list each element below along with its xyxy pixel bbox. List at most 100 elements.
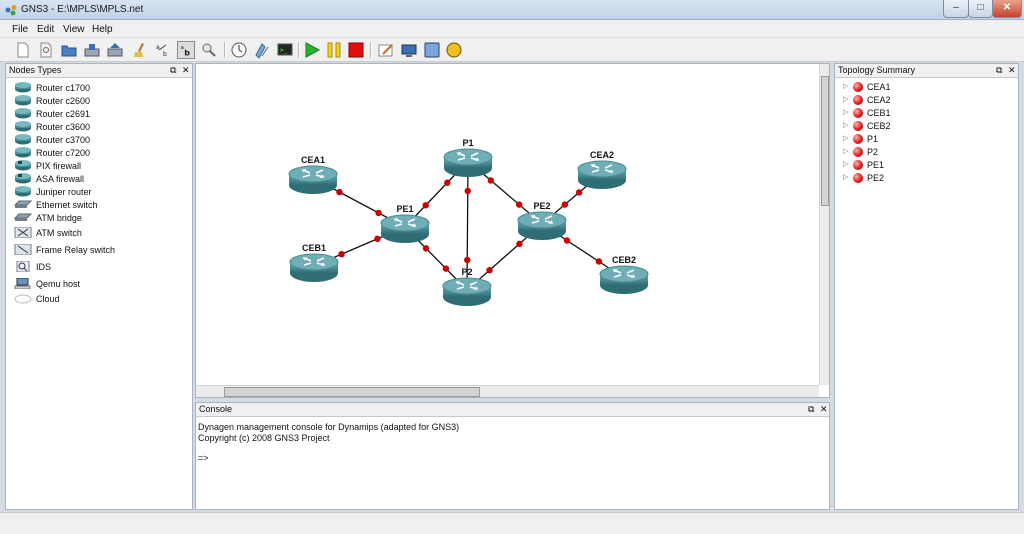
topology-summary-label: P2 bbox=[867, 147, 879, 157]
status-stopped-icon bbox=[853, 147, 863, 157]
topology-summary-panel: Topology Summary ⧉ ✕ ▷CEA1▷CEA2▷CEB1▷CEB… bbox=[834, 63, 1019, 510]
router-icon bbox=[14, 82, 32, 93]
ids-icon bbox=[14, 260, 32, 273]
status-stopped-icon bbox=[853, 121, 863, 131]
router-top bbox=[442, 277, 492, 295]
menu-file[interactable]: File bbox=[12, 24, 29, 35]
maximize-button[interactable]: □ bbox=[968, 0, 993, 18]
window-title: GNS3 - E:\MPLS\MPLS.net bbox=[21, 4, 144, 15]
show-hostnames-icon[interactable]: ab bbox=[154, 41, 172, 59]
expand-arrow-icon[interactable]: ▷ bbox=[843, 174, 849, 181]
router-icon bbox=[14, 108, 32, 119]
toolbar-separator bbox=[298, 42, 300, 58]
nodes-types-title: Nodes Types bbox=[9, 65, 62, 75]
pause-icon[interactable] bbox=[325, 41, 343, 59]
nodes-types-header: Nodes Types ⧉ ✕ bbox=[6, 64, 192, 78]
toolbar-separator bbox=[370, 42, 372, 58]
node-type-label: Router c3700 bbox=[36, 135, 91, 145]
node-type-label: PIX firewall bbox=[36, 161, 82, 171]
close-panel-icon[interactable]: ✕ bbox=[820, 404, 828, 414]
link-endpoint-dot bbox=[515, 201, 523, 208]
close-button[interactable]: ✕ bbox=[992, 0, 1022, 18]
add-link-icon[interactable]: ab bbox=[177, 41, 195, 59]
svg-text:a: a bbox=[181, 45, 184, 51]
canvas-horizontal-scrollbar[interactable] bbox=[196, 385, 819, 397]
link-endpoint-dot bbox=[336, 188, 343, 196]
router-cea1[interactable]: CEA1 bbox=[288, 155, 338, 194]
router-p1[interactable]: P1 bbox=[443, 138, 493, 177]
topology-summary-label: PE2 bbox=[867, 173, 885, 183]
svg-text:b: b bbox=[184, 48, 190, 57]
clear-icon[interactable] bbox=[131, 41, 149, 59]
save-icon[interactable] bbox=[83, 41, 101, 59]
ellipse-icon[interactable] bbox=[445, 41, 463, 59]
firewall-icon bbox=[14, 173, 32, 184]
expand-arrow-icon[interactable]: ▷ bbox=[843, 148, 849, 155]
topology-summary-title: Topology Summary bbox=[838, 65, 916, 75]
link-endpoint-dot bbox=[464, 256, 471, 264]
console-header: Console ⧉ ✕ bbox=[196, 403, 829, 417]
vertical-scroll-thumb[interactable] bbox=[821, 76, 829, 206]
expand-arrow-icon[interactable]: ▷ bbox=[843, 122, 849, 129]
node-type-label: Router c7200 bbox=[36, 148, 91, 158]
link-endpoint-dot bbox=[442, 265, 450, 272]
node-type-label: Frame Relay switch bbox=[36, 245, 116, 255]
draw-note-icon[interactable] bbox=[377, 41, 395, 59]
rectangle-icon[interactable] bbox=[423, 41, 441, 59]
topology-summary-label: PE1 bbox=[867, 160, 885, 170]
expand-arrow-icon[interactable]: ▷ bbox=[843, 109, 849, 116]
cloud-icon bbox=[14, 293, 32, 304]
link-endpoint-dot bbox=[575, 189, 583, 196]
status-stopped-icon bbox=[853, 173, 863, 183]
router-icon bbox=[14, 186, 32, 197]
router-ceb1[interactable]: CEB1 bbox=[289, 243, 339, 282]
switch-icon bbox=[13, 212, 33, 223]
console-prompt[interactable]: => bbox=[198, 453, 209, 463]
menu-edit[interactable]: Edit bbox=[37, 24, 55, 35]
link-endpoint-dot bbox=[338, 250, 345, 258]
console-title: Console bbox=[199, 404, 233, 414]
stop-icon[interactable] bbox=[347, 41, 365, 59]
screenshot-icon[interactable] bbox=[400, 41, 418, 59]
router-pe1[interactable]: PE1 bbox=[380, 204, 430, 243]
horizontal-scroll-thumb[interactable] bbox=[224, 387, 480, 397]
status-bar bbox=[0, 512, 1024, 534]
console-all-icon[interactable] bbox=[253, 41, 271, 59]
capture-icon[interactable] bbox=[200, 41, 218, 59]
close-panel-icon[interactable]: ✕ bbox=[182, 65, 190, 75]
float-panel-icon[interactable]: ⧉ bbox=[996, 65, 1003, 75]
svg-text:a: a bbox=[156, 44, 160, 51]
router-arrows-icon bbox=[455, 281, 479, 290]
new-file-icon[interactable] bbox=[14, 41, 32, 59]
idle-pc-icon[interactable] bbox=[230, 41, 248, 59]
router-cea2[interactable]: CEA2 bbox=[577, 150, 627, 189]
expand-arrow-icon[interactable]: ▷ bbox=[843, 135, 849, 142]
expand-arrow-icon[interactable]: ▷ bbox=[843, 161, 849, 168]
open-folder-icon[interactable] bbox=[60, 41, 78, 59]
router-label: P2 bbox=[461, 267, 472, 277]
minimize-button[interactable]: – bbox=[943, 0, 969, 18]
float-panel-icon[interactable]: ⧉ bbox=[808, 404, 815, 414]
link-endpoint-dot bbox=[595, 258, 603, 265]
terminal-icon[interactable]: >_ bbox=[276, 41, 294, 59]
save-as-icon[interactable] bbox=[106, 41, 124, 59]
close-panel-icon[interactable]: ✕ bbox=[1008, 65, 1016, 75]
menu-help[interactable]: Help bbox=[92, 24, 113, 35]
open-file-icon[interactable] bbox=[37, 41, 55, 59]
router-label: P1 bbox=[462, 138, 473, 148]
start-icon[interactable] bbox=[303, 41, 321, 59]
link-endpoint-dot bbox=[375, 209, 382, 217]
router-ceb2[interactable]: CEB2 bbox=[599, 255, 649, 294]
link-p1-p2[interactable] bbox=[466, 160, 469, 291]
router-pe2[interactable]: PE2 bbox=[517, 201, 567, 240]
node-type-label: ATM bridge bbox=[36, 213, 82, 223]
canvas-vertical-scrollbar[interactable] bbox=[819, 64, 829, 385]
router-label: PE1 bbox=[396, 204, 413, 214]
router-p2[interactable]: P2 bbox=[442, 267, 492, 306]
expand-arrow-icon[interactable]: ▷ bbox=[843, 83, 849, 90]
expand-arrow-icon[interactable]: ▷ bbox=[843, 96, 849, 103]
menu-view[interactable]: View bbox=[63, 24, 85, 35]
node-type-label: IDS bbox=[36, 262, 52, 272]
float-panel-icon[interactable]: ⧉ bbox=[170, 65, 177, 75]
